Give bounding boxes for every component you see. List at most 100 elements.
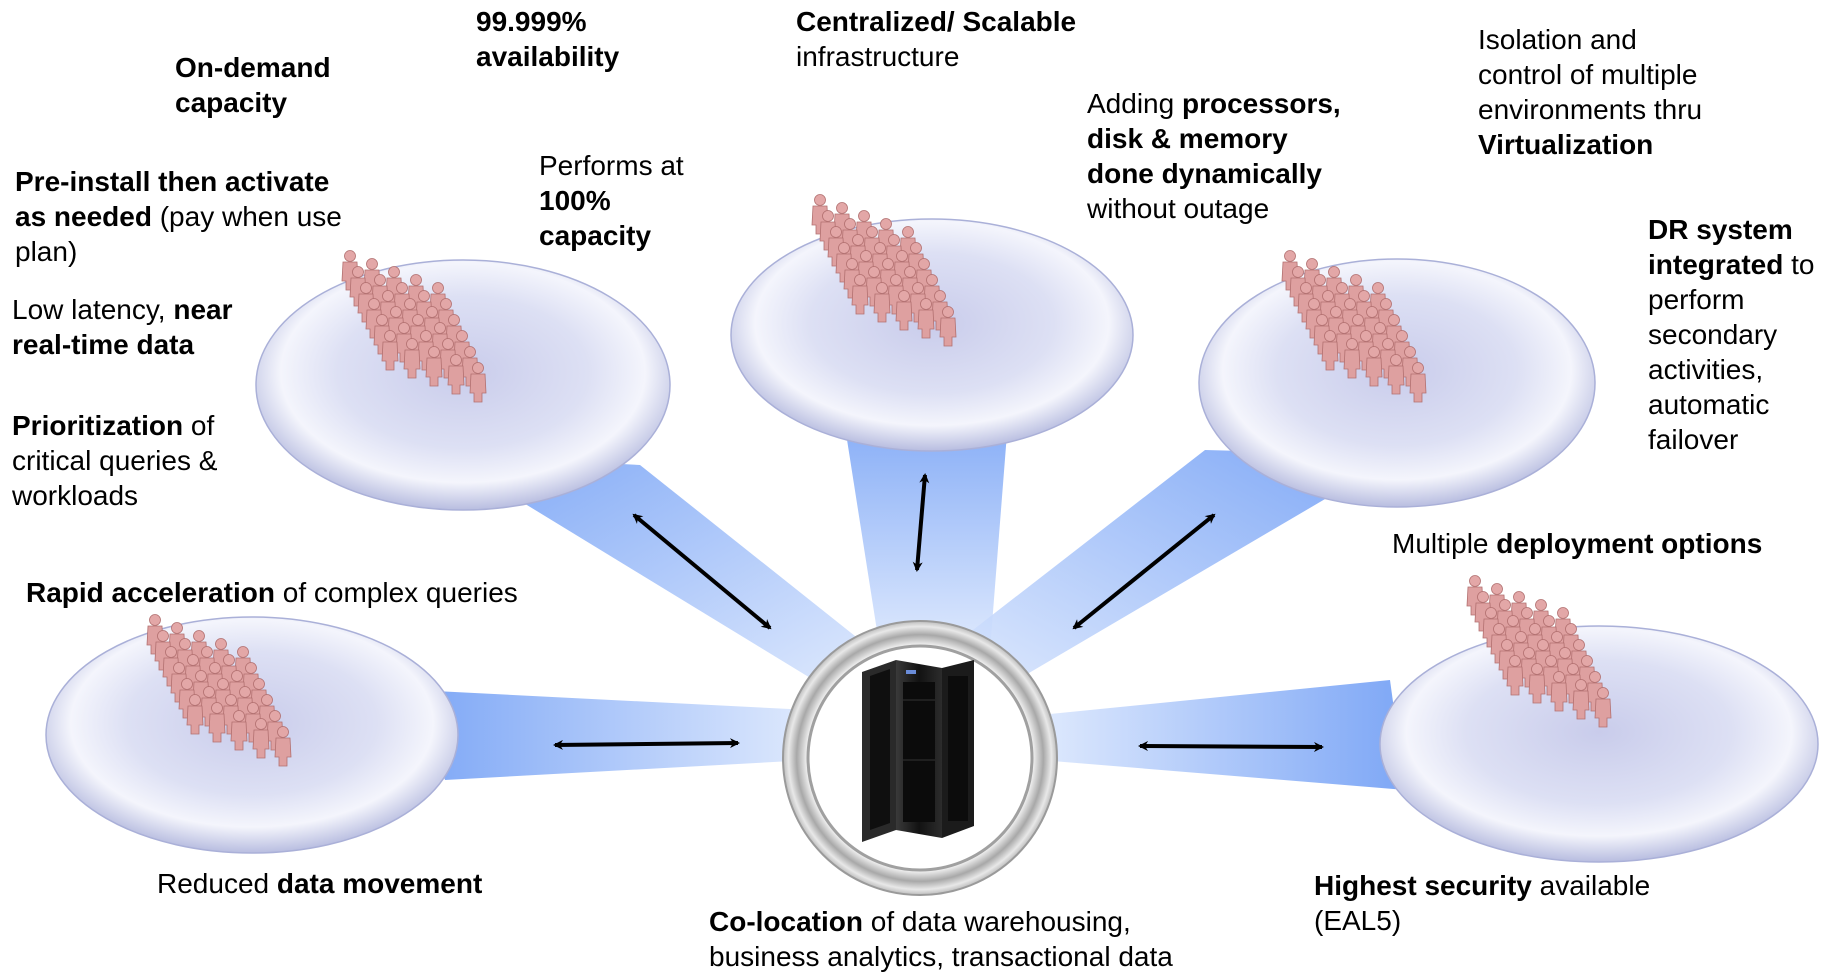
label-text: plan) bbox=[15, 236, 78, 267]
label-bold-text: capacity bbox=[175, 87, 288, 118]
label-line: 100% bbox=[539, 183, 684, 218]
label-text: infrastructure bbox=[796, 41, 960, 72]
label-line: as needed (pay when use bbox=[15, 199, 342, 234]
label-line: perform bbox=[1648, 282, 1815, 317]
label-bold-text: done dynamically bbox=[1087, 158, 1322, 189]
label-line: Highest security available bbox=[1314, 868, 1650, 903]
label-text: Low latency, bbox=[12, 294, 174, 325]
server-rack-icon bbox=[862, 660, 974, 842]
label-bold-text: processors, bbox=[1181, 88, 1341, 119]
label-text: perform bbox=[1648, 284, 1745, 315]
label-line: real-time data bbox=[12, 327, 233, 362]
arrow-bottom-left bbox=[553, 738, 740, 750]
label-line: Performs at bbox=[539, 148, 684, 183]
label-text: activities, bbox=[1648, 354, 1764, 385]
label-line: Reduced data movement bbox=[157, 866, 482, 901]
label-text: without outage bbox=[1087, 193, 1270, 224]
label-bold-text: DR system bbox=[1648, 214, 1793, 245]
label-text: workloads bbox=[12, 480, 139, 511]
label-line: (EAL5) bbox=[1314, 903, 1650, 938]
label-text: to bbox=[1783, 249, 1815, 280]
label-line: capacity bbox=[539, 218, 684, 253]
label-bold-text: deployment options bbox=[1496, 528, 1763, 559]
label-text: (pay when use bbox=[151, 201, 342, 232]
label-line: plan) bbox=[15, 234, 342, 269]
label-line: Pre-install then activate bbox=[15, 164, 342, 199]
label-line: control of multiple bbox=[1478, 57, 1702, 92]
label-line: disk & memory bbox=[1087, 121, 1341, 156]
label-line: Multiple deployment options bbox=[1392, 526, 1762, 561]
label-line: workloads bbox=[12, 478, 217, 513]
label-colocation: Co-location of data warehousing,business… bbox=[709, 904, 1173, 974]
arrow-bottom-right bbox=[1138, 741, 1324, 752]
label-text: (EAL5) bbox=[1314, 905, 1402, 936]
label-text: of bbox=[183, 410, 215, 441]
label-line: secondary bbox=[1648, 317, 1815, 352]
label-bold-text: 100% bbox=[539, 185, 611, 216]
arrow-top-center bbox=[912, 473, 930, 572]
label-line: without outage bbox=[1087, 191, 1341, 226]
label-bold-text: Highest security bbox=[1314, 870, 1532, 901]
label-text: secondary bbox=[1648, 319, 1778, 350]
label-performs: Performs at 100%capacity bbox=[539, 148, 684, 253]
arrow-top-left bbox=[632, 513, 772, 630]
label-text: automatic bbox=[1648, 389, 1770, 420]
label-line: Prioritization of bbox=[12, 408, 217, 443]
label-line: Adding processors, bbox=[1087, 86, 1341, 121]
label-line: Co-location of data warehousing, bbox=[709, 904, 1173, 939]
beam-bottom-right bbox=[1040, 680, 1405, 790]
platform-bottom-right bbox=[1379, 575, 1819, 863]
label-text: Multiple bbox=[1392, 528, 1497, 559]
label-line: infrastructure bbox=[796, 39, 1076, 74]
label-line: activities, bbox=[1648, 352, 1815, 387]
label-bold-text: real-time data bbox=[12, 329, 195, 360]
label-bold-text: near bbox=[173, 294, 233, 325]
platform-bottom-left bbox=[45, 614, 459, 854]
label-line: Rapid acceleration of complex queries bbox=[26, 575, 518, 610]
label-bold-text: as needed bbox=[15, 201, 152, 232]
label-availability: 99.999% availability bbox=[476, 4, 619, 74]
label-bold-text: Prioritization bbox=[12, 410, 184, 441]
platform-top-left bbox=[255, 250, 671, 511]
label-line: failover bbox=[1648, 422, 1815, 457]
label-bold-text: Virtualization bbox=[1478, 129, 1654, 160]
label-dr-system: DR system integrated to perform secondary ac… bbox=[1648, 212, 1815, 457]
label-text: available bbox=[1531, 870, 1651, 901]
label-data-movement: Reduced data movement bbox=[157, 866, 482, 901]
double-headed-arrow-icon bbox=[553, 473, 1324, 752]
label-bold-text: 99.999% bbox=[476, 6, 587, 37]
label-bold-text: disk & memory bbox=[1087, 123, 1288, 154]
label-text: failover bbox=[1648, 424, 1739, 455]
platform-top-center bbox=[730, 194, 1134, 452]
label-text: control of multiple bbox=[1478, 59, 1698, 90]
label-line: business analytics, transactional data bbox=[709, 939, 1173, 974]
label-bold-text: integrated bbox=[1648, 249, 1784, 280]
label-security: Highest security available(EAL5) bbox=[1314, 868, 1650, 938]
label-text: Performs at bbox=[539, 150, 684, 181]
label-text: business analytics, transactional data bbox=[709, 941, 1173, 972]
label-line: DR system bbox=[1648, 212, 1815, 247]
label-bold-text: Pre-install then activate bbox=[15, 166, 330, 197]
label-bold-text: data movement bbox=[276, 868, 483, 899]
label-on-demand: On-demand capacity bbox=[175, 50, 331, 120]
label-line: Isolation and bbox=[1478, 22, 1702, 57]
label-text: Adding bbox=[1087, 88, 1182, 119]
label-bold-text: On-demand bbox=[175, 52, 331, 83]
label-text: of complex queries bbox=[274, 577, 518, 608]
label-line: availability bbox=[476, 39, 619, 74]
label-line: critical queries & bbox=[12, 443, 217, 478]
label-text: environments thru bbox=[1478, 94, 1703, 125]
label-line: On-demand bbox=[175, 50, 331, 85]
label-text: critical queries & bbox=[12, 445, 218, 476]
label-line: done dynamically bbox=[1087, 156, 1341, 191]
label-text: Reduced bbox=[157, 868, 277, 899]
label-line: Low latency, near bbox=[12, 292, 233, 327]
label-deployment: Multiple deployment options bbox=[1392, 526, 1762, 561]
label-bold-text: availability bbox=[476, 41, 620, 72]
